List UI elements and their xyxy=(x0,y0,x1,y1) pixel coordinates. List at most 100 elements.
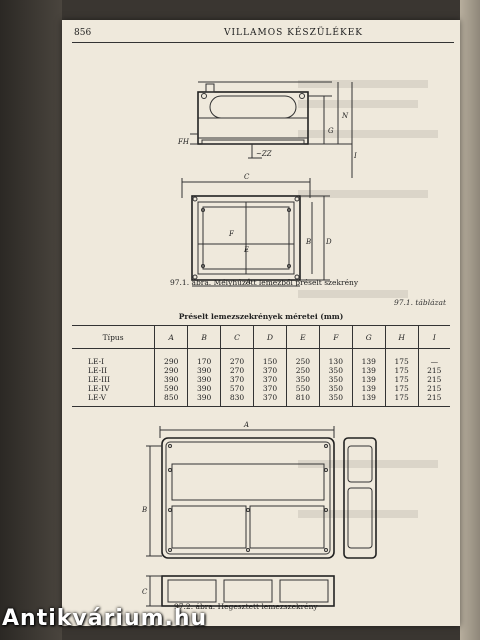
cell: 350 xyxy=(285,375,320,384)
cell: 175 xyxy=(384,384,419,393)
cell: 170 xyxy=(187,348,221,366)
cell: 215 xyxy=(417,393,450,407)
table-row: LE-V 850 390 830 370 810 350 139 175 215 xyxy=(72,393,450,407)
cell: 350 xyxy=(318,366,353,375)
label-d: D xyxy=(325,238,332,246)
figure-97-2-caption: 97.2. ábra. Hegesztett lemezszekrény xyxy=(174,602,318,611)
cell: 290 xyxy=(154,348,188,366)
table-row: LE-I 290 170 270 150 250 130 139 175 — xyxy=(72,348,450,366)
cell: 130 xyxy=(318,348,353,366)
side-view-2 xyxy=(343,437,377,559)
header-rule xyxy=(72,42,454,43)
cell: 290 xyxy=(154,366,188,375)
cell-type: LE-III xyxy=(88,375,111,384)
table-row: LE-IV 590 390 570 370 550 350 139 175 21… xyxy=(72,384,450,393)
table-header-row: Típus A B C D E F G H I xyxy=(72,325,450,349)
col-header: E xyxy=(285,325,320,349)
col-header: I xyxy=(417,325,450,349)
label-c: C xyxy=(244,173,250,181)
col-header: Típus xyxy=(72,325,155,349)
cell: 175 xyxy=(384,366,419,375)
table-title: Préselt lemezszekrények méretei (mm) xyxy=(178,312,344,321)
cell: 250 xyxy=(285,348,320,366)
book-page: 856 VILLAMOS KÉSZÜLÉKEK G N I xyxy=(62,20,460,626)
plan-view: C E F B D A xyxy=(181,173,332,287)
col-header: D xyxy=(253,325,287,349)
cell: — xyxy=(417,348,450,366)
label-c2: C xyxy=(142,588,148,596)
cell: 370 xyxy=(220,375,254,384)
figure-97-1-caption: 97.1. ábra. Mélyhúzott lemezből préselt … xyxy=(170,278,359,287)
label-b: B xyxy=(305,238,311,246)
cell: 390 xyxy=(154,375,188,384)
label-a2: A xyxy=(243,421,249,429)
cell: 810 xyxy=(285,393,320,407)
cell: 370 xyxy=(253,375,287,384)
label-zz: ~ZZ xyxy=(256,150,272,158)
table-row: LE-III 390 390 370 370 350 350 139 175 2… xyxy=(72,375,450,384)
col-header: H xyxy=(384,325,419,349)
page-edge xyxy=(460,0,480,640)
front-view: A B xyxy=(141,421,335,559)
cell: 215 xyxy=(417,375,450,384)
figure-97-1-drawing: G N I FH ~ZZ C E F xyxy=(177,81,357,287)
cell: 370 xyxy=(253,384,287,393)
label-e: E xyxy=(243,246,249,254)
bottom-view: C xyxy=(142,575,335,607)
cell: 390 xyxy=(187,375,221,384)
label-b2: B xyxy=(141,506,147,514)
dimensions-table: Típus A B C D E F G H I LE-I 290 170 270… xyxy=(72,325,450,407)
label-n: N xyxy=(341,112,349,120)
page-number: 856 xyxy=(74,28,92,38)
cell: 250 xyxy=(285,366,320,375)
col-header: B xyxy=(187,325,221,349)
bleed-through xyxy=(298,80,438,518)
cell: 390 xyxy=(187,366,221,375)
cell: 550 xyxy=(285,384,320,393)
cell: 139 xyxy=(351,366,386,375)
cell-type: LE-I xyxy=(88,357,105,366)
cell: 390 xyxy=(187,393,221,407)
label-g: G xyxy=(328,127,334,135)
cell: 370 xyxy=(253,393,287,407)
cell: 139 xyxy=(351,375,386,384)
cell: 175 xyxy=(384,393,419,407)
cell: 270 xyxy=(220,348,254,366)
col-header: F xyxy=(318,325,353,349)
cell: 390 xyxy=(187,384,221,393)
cell-type: LE-IV xyxy=(88,384,110,393)
label-a: A xyxy=(245,278,251,286)
cell: 175 xyxy=(384,375,419,384)
cell: 350 xyxy=(318,384,353,393)
running-title: VILLAMOS KÉSZÜLÉKEK xyxy=(224,28,363,38)
cell: 850 xyxy=(154,393,188,407)
cell: 370 xyxy=(253,366,287,375)
col-header: G xyxy=(351,325,386,349)
cell: 350 xyxy=(318,375,353,384)
cell: 590 xyxy=(154,384,188,393)
cell: 175 xyxy=(384,348,419,366)
col-header: A xyxy=(154,325,188,349)
cell-type: LE-II xyxy=(88,366,108,375)
side-view: G N I FH ~ZZ xyxy=(177,81,357,178)
cell: 139 xyxy=(351,348,386,366)
table-number: 97.1. táblázat xyxy=(393,298,446,307)
cell: 139 xyxy=(351,384,386,393)
cell: 570 xyxy=(220,384,254,393)
table-row: LE-II 290 390 270 370 250 350 139 175 21… xyxy=(72,366,450,375)
cell: 139 xyxy=(351,393,386,407)
cell: 270 xyxy=(220,366,254,375)
watermark-logo: Antikvárium.hu xyxy=(2,606,208,631)
label-i: I xyxy=(353,152,357,160)
cell: 215 xyxy=(417,366,450,375)
label-fh: FH xyxy=(177,138,190,146)
label-f: F xyxy=(228,230,235,238)
col-header: C xyxy=(220,325,254,349)
cell: 150 xyxy=(253,348,287,366)
cell-type: LE-V xyxy=(72,393,155,407)
running-header: 856 VILLAMOS KÉSZÜLÉKEK xyxy=(74,28,448,42)
cell: 350 xyxy=(318,393,353,407)
book-gutter-shadow xyxy=(0,0,62,640)
cell: 830 xyxy=(220,393,254,407)
figure-97-2-drawing: A B xyxy=(141,421,377,607)
